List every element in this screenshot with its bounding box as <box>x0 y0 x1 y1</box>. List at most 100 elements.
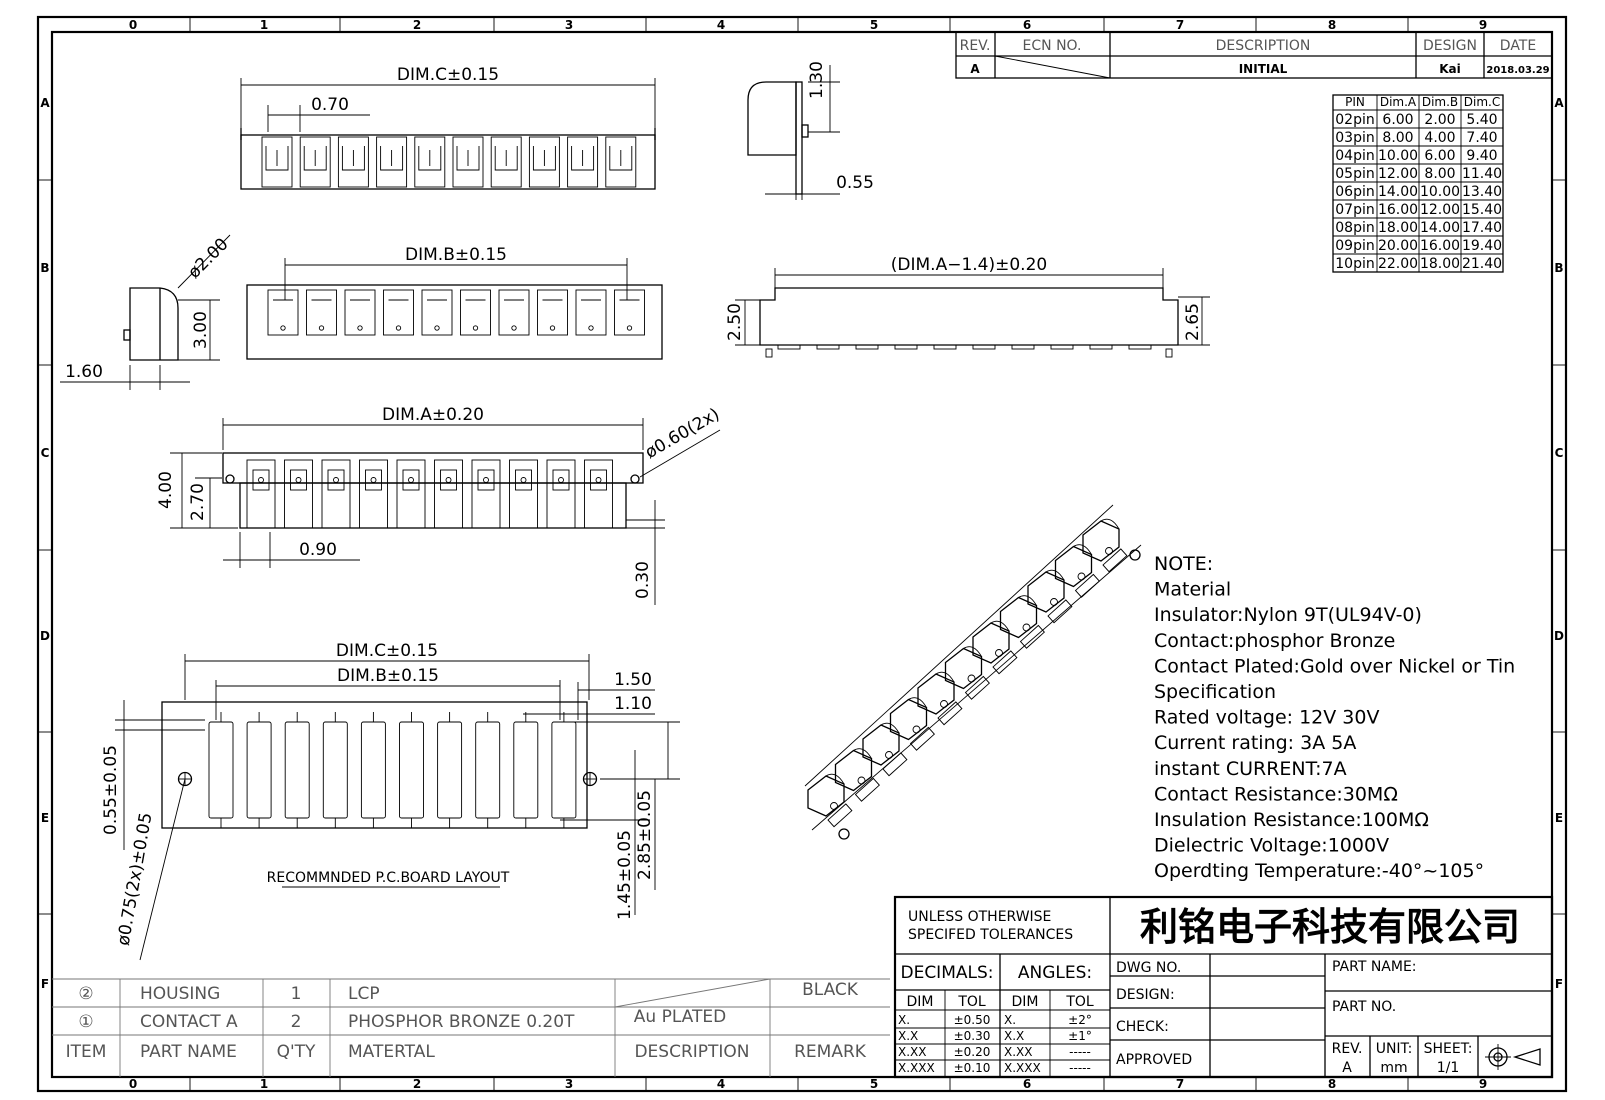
pcb-055: 0.55±0.05 <box>101 745 121 835</box>
pin-table-cell: 12.00 <box>1420 202 1460 218</box>
pin-table-header: Dim.A <box>1380 95 1417 109</box>
pcb-110: 1.10 <box>614 694 652 714</box>
description-value: INITIAL <box>1239 62 1288 76</box>
dim-side-h: 1.30 <box>807 61 827 99</box>
note-line: Rated voltage: 12V 30V <box>1154 707 1380 729</box>
rev-value: A <box>970 62 980 76</box>
note-line: Contact Resistance:30MΩ <box>1154 783 1398 805</box>
pin-table-cell: 16.00 <box>1378 202 1418 218</box>
col-label-top: 3 <box>565 18 573 32</box>
angle-tol: ±1° <box>1068 1029 1092 1043</box>
col-label-top: 0 <box>129 18 137 32</box>
dim-dima: DIM.A±0.20 <box>382 405 484 425</box>
check-label: CHECK: <box>1116 1019 1169 1035</box>
row-label-left: E <box>41 811 49 825</box>
ang-tol-header: TOL <box>1065 994 1094 1010</box>
pin-table-cell: 13.40 <box>1462 184 1502 200</box>
col-label-bottom: 2 <box>413 1077 421 1091</box>
approved-label: APPROVED <box>1116 1052 1192 1068</box>
company-name: 利铭电子科技有限公司 <box>1140 905 1520 949</box>
pin-table-cell: 10.00 <box>1378 148 1418 164</box>
front-view: DIM.B±0.15 <box>246 245 663 360</box>
bom-qty-2: 2 <box>291 1012 302 1032</box>
col-label-bottom: 1 <box>260 1077 268 1091</box>
dim-h400: 4.00 <box>156 471 176 509</box>
pin-table-header: PIN <box>1345 95 1365 109</box>
unit-label: UNIT: <box>1376 1041 1413 1057</box>
dim-h265: 2.65 <box>1183 303 1203 341</box>
pin-table-cell: 10pin <box>1335 256 1374 272</box>
pin-table-cell: 04pin <box>1335 148 1374 164</box>
dim-height-300: 3.00 <box>191 311 211 349</box>
col-label-bottom: 6 <box>1023 1077 1031 1091</box>
col-label-bottom: 3 <box>565 1077 573 1091</box>
bom-header-item: ITEM <box>66 1042 107 1062</box>
pcb-dimb: DIM.B±0.15 <box>337 666 439 686</box>
col-label-top: 6 <box>1023 18 1031 32</box>
angle-dim: X.XXX <box>1004 1061 1041 1075</box>
pin-table-cell: 5.40 <box>1466 112 1497 128</box>
bom-part-housing: HOUSING <box>140 984 220 1004</box>
bom-header-qty: Q'TY <box>277 1042 316 1062</box>
pin-table-cell: 08pin <box>1335 220 1374 236</box>
row-label-right: A <box>1554 96 1564 110</box>
row-label-right: F <box>1555 977 1563 991</box>
decimal-tol: ±0.10 <box>954 1061 991 1075</box>
bom-table: ② HOUSING 1 LCP BLACK ① CONTACT A 2 PHOS… <box>52 978 890 1077</box>
dim-dima-minus: (DIM.A−1.4)±0.20 <box>891 255 1047 275</box>
part-name-label: PART NAME: <box>1332 959 1417 975</box>
dim-pitch: 0.70 <box>311 95 349 115</box>
dim-dimb: DIM.B±0.15 <box>405 245 507 265</box>
pin-table-cell: 22.00 <box>1378 256 1418 272</box>
col-label-top: 4 <box>717 18 725 32</box>
pin-table-cell: 12.00 <box>1378 166 1418 182</box>
pin-table-cell: 4.00 <box>1424 130 1455 146</box>
note-line: Current rating: 3A 5A <box>1154 732 1356 754</box>
pin-table-cell: 6.00 <box>1424 148 1455 164</box>
dim-h250: 2.50 <box>725 303 745 341</box>
bom-desc-plated: Au PLATED <box>634 1007 726 1027</box>
rev-value: A <box>1342 1060 1352 1076</box>
row-label-left: A <box>40 96 50 110</box>
pin-table-cell: 18.00 <box>1420 256 1460 272</box>
decimal-dim: X.X <box>898 1029 918 1043</box>
decimal-dim: X.XXX <box>898 1061 935 1075</box>
note-line: Contact Plated:Gold over Nickel or Tin <box>1154 655 1515 677</box>
side-view-left: 3.00 ø2.00 1.60 <box>60 234 233 390</box>
rev-header: REV. <box>960 38 991 54</box>
rev-label: REV. <box>1332 1041 1363 1057</box>
dim-top-dimc: DIM.C±0.15 <box>397 65 499 85</box>
ecn-header: ECN NO. <box>1023 38 1082 54</box>
pin-table-cell: 14.00 <box>1378 184 1418 200</box>
dim-h030: 0.30 <box>633 561 653 599</box>
dim-hole: ø0.60(2x) <box>642 404 723 463</box>
decimal-dim: X. <box>898 1013 910 1027</box>
dec-tol-header: TOL <box>957 994 986 1010</box>
pin-table-cell: 8.00 <box>1382 130 1413 146</box>
note-line: Operdting Temperature:-40°~105° <box>1154 860 1484 882</box>
bom-header-material: MATERTAL <box>348 1042 435 1062</box>
row-label-left: B <box>40 261 49 275</box>
pin-table-cell: 14.00 <box>1420 220 1460 236</box>
bom-item-2: ② <box>78 984 93 1004</box>
pin-table-header: Dim.C <box>1464 95 1500 109</box>
decimal-tol: ±0.30 <box>954 1029 991 1043</box>
pin-table-cell: 09pin <box>1335 238 1374 254</box>
top-view: DIM.C±0.15 0.70 <box>240 65 656 190</box>
row-label-right: C <box>1555 446 1564 460</box>
pin-table-cell: 9.40 <box>1466 148 1497 164</box>
note-line: Insulation Resistance:100MΩ <box>1154 809 1429 831</box>
pcb-145: 1.45±0.05 <box>615 830 635 920</box>
col-label-top: 2 <box>413 18 421 32</box>
description-header: DESCRIPTION <box>1216 38 1311 54</box>
angle-tol: ±2° <box>1068 1013 1092 1027</box>
pin-table-cell: 7.40 <box>1466 130 1497 146</box>
angle-tol: ----- <box>1069 1045 1091 1059</box>
decimals-label: DECIMALS: <box>900 963 993 983</box>
projection-symbol-icon <box>1485 1044 1541 1070</box>
unit-value: mm <box>1380 1060 1407 1076</box>
dwg-no-label: DWG NO. <box>1116 960 1181 976</box>
col-label-bottom: 9 <box>1479 1077 1487 1091</box>
note-line: Contact:phosphor Bronze <box>1154 630 1395 652</box>
